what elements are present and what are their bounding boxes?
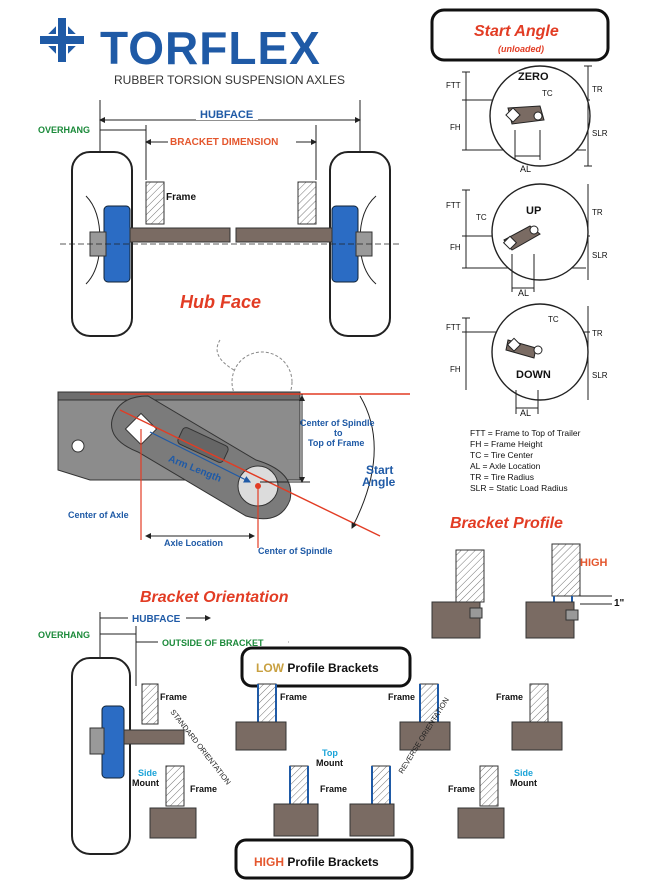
slr-label-up: SLR bbox=[592, 251, 608, 260]
low-suffix: Profile Brackets bbox=[284, 661, 379, 675]
start-angle-callout: Start Angle (unloaded) bbox=[430, 8, 610, 62]
frame-label-f: Frame bbox=[448, 784, 475, 794]
tr-label-down: TR bbox=[592, 329, 603, 338]
low-prefix: LOW bbox=[256, 661, 285, 675]
tr-label-up: TR bbox=[592, 208, 603, 217]
top-of-frame-label: Top of Frame bbox=[308, 438, 364, 448]
overhang-label: OVERHANG bbox=[38, 125, 90, 135]
tc-label: TC bbox=[542, 89, 553, 98]
al-label-up: AL bbox=[518, 288, 529, 298]
high-suffix: Profile Brackets bbox=[284, 855, 379, 869]
bracket-orientation-title: Bracket Orientation bbox=[140, 589, 289, 606]
torflex-emblem-icon bbox=[38, 16, 86, 64]
fh-label: FH bbox=[450, 123, 461, 132]
ftt-label-up: FTT bbox=[446, 201, 461, 210]
up-label: UP bbox=[526, 205, 541, 217]
start-angle-label-2: Angle bbox=[362, 475, 396, 489]
mount-label-a: Mount bbox=[132, 778, 159, 788]
axle-location-label: Axle Location bbox=[164, 538, 223, 548]
start-angle-zero: ZERO FTT FH TC TR SLR AL bbox=[446, 65, 608, 174]
al-label: AL bbox=[520, 164, 531, 174]
ftt-label-down: FTT bbox=[446, 323, 461, 332]
hubface-label-2: HUBFACE bbox=[132, 614, 181, 625]
bracket-profile-title: Bracket Profile bbox=[450, 515, 563, 532]
brand-tagline: RUBBER TORSION SUSPENSION AXLES bbox=[114, 73, 345, 87]
outside-of-bracket-label: OUTSIDE OF BRACKET bbox=[162, 638, 264, 648]
slr-label-down: SLR bbox=[592, 371, 608, 380]
hub-face-title: Hub Face bbox=[180, 292, 261, 312]
down-label: DOWN bbox=[516, 369, 551, 381]
center-of-spindle-label: Center of Spindle bbox=[258, 546, 333, 556]
one-inch-label: 1" bbox=[614, 598, 625, 609]
right-frame-rail bbox=[297, 181, 317, 225]
frame-label-c: Frame bbox=[280, 692, 307, 702]
torsion-arm-diagram: Center of Spindle to Top of Frame Start … bbox=[57, 339, 410, 556]
side-label-b: Side bbox=[514, 768, 533, 778]
abbreviation-legend: FTT = Frame to Top of Trailer FH = Frame… bbox=[470, 428, 581, 493]
start-angle-up: UP FTT FH TC TR SLR AL bbox=[446, 183, 608, 298]
low-profile-label: LOW Profile Brackets bbox=[256, 661, 379, 675]
bracket-orientation-diagram: Bracket Orientation HUBFACE OVERHANG OUT… bbox=[38, 589, 563, 880]
legend-line: AL = Axle Location bbox=[470, 461, 541, 471]
brand-name: TORFLEX bbox=[100, 22, 321, 74]
frame-label: Frame bbox=[166, 192, 196, 203]
frame-label-d: Frame bbox=[388, 692, 415, 702]
left-frame-rail bbox=[145, 181, 165, 225]
legend-line: FH = Frame Height bbox=[470, 439, 543, 449]
hubface-label: HUBFACE bbox=[200, 109, 253, 121]
tc-label-down: TC bbox=[548, 315, 559, 324]
legend-line: TR = Tire Radius bbox=[470, 472, 534, 482]
mount-label-c: Mount bbox=[316, 758, 343, 768]
tc-label-up: TC bbox=[476, 213, 487, 222]
fh-label-up: FH bbox=[450, 243, 461, 252]
mount-label-b: Mount bbox=[510, 778, 537, 788]
frame-label-b: Frame bbox=[190, 784, 217, 794]
legend-line: SLR = Static Load Radius bbox=[470, 483, 568, 493]
torflex-logo: TORFLEX RUBBER TORSION SUSPENSION AXLES bbox=[38, 16, 345, 87]
start-angle-subtitle: (unloaded) bbox=[498, 44, 544, 54]
bracket-profile-diagram: Bracket Profile HIGH 1" bbox=[431, 515, 625, 639]
start-angle-down: DOWN FTT FH TC TR SLR AL bbox=[446, 303, 608, 418]
ftt-label: FTT bbox=[446, 81, 461, 90]
legend-line: FTT = Frame to Top of Trailer bbox=[470, 428, 581, 438]
top-label: Top bbox=[322, 748, 338, 758]
start-angle-label-1: Start bbox=[366, 463, 393, 477]
fh-label-down: FH bbox=[450, 365, 461, 374]
al-label-down: AL bbox=[520, 408, 531, 418]
frame-label-a: Frame bbox=[160, 692, 187, 702]
frame-label-g: Frame bbox=[320, 784, 347, 794]
to-label: to bbox=[334, 428, 343, 438]
hubface-diagram: HUBFACE OVERHANG BRACKET DIMENSION F bbox=[38, 100, 400, 337]
frame-label-e: Frame bbox=[496, 692, 523, 702]
legend-line: TC = Tire Center bbox=[470, 450, 533, 460]
bracket-dimension-label: BRACKET DIMENSION bbox=[170, 137, 278, 148]
high-profile-label: HIGH Profile Brackets bbox=[254, 855, 379, 869]
center-of-spindle-top-label: Center of Spindle bbox=[300, 418, 375, 428]
zero-label: ZERO bbox=[518, 71, 549, 83]
high-label: HIGH bbox=[580, 557, 608, 569]
high-prefix: HIGH bbox=[254, 855, 284, 869]
overhang-label-2: OVERHANG bbox=[38, 630, 90, 640]
tr-label: TR bbox=[592, 85, 603, 94]
slr-label: SLR bbox=[592, 129, 608, 138]
center-of-axle-label: Center of Axle bbox=[68, 510, 129, 520]
start-angle-title: Start Angle bbox=[474, 23, 559, 40]
side-label-a: Side bbox=[138, 768, 157, 778]
